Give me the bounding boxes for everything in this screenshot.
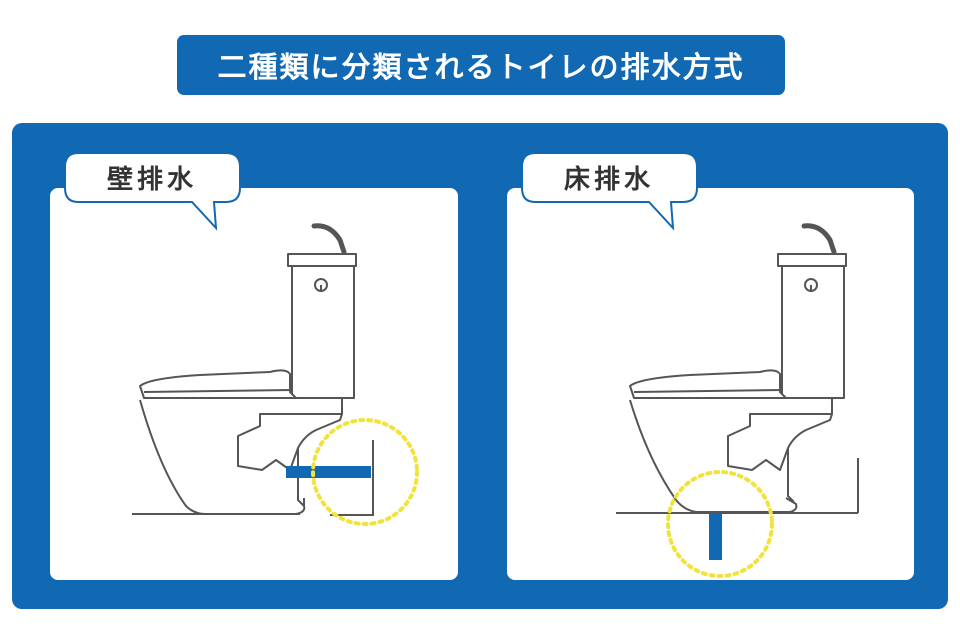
wall-floor-lines: [616, 458, 859, 514]
toilet-icon: [139, 223, 357, 515]
wall-drain-label-bubble: 壁排水: [64, 152, 246, 231]
diagram-title: 二種類に分類されるトイレの排水方式: [217, 50, 745, 84]
drain-pipe-icon: [286, 466, 371, 478]
highlight-circle-icon: [666, 470, 774, 578]
wall-drain-label: 壁排水: [106, 164, 197, 195]
speech-bubble-icon: [521, 152, 698, 231]
toilet-icon: [629, 223, 847, 513]
drain-pipe-icon: [709, 514, 722, 560]
floor-drain-label: 床排水: [563, 164, 654, 195]
wall-floor-lines: [132, 440, 374, 516]
speech-bubble-icon: [64, 152, 241, 231]
highlight-circle-icon: [311, 418, 419, 526]
floor-drain-label-bubble: 床排水: [521, 152, 703, 231]
title-banner: 二種類に分類されるトイレの排水方式: [177, 35, 785, 95]
